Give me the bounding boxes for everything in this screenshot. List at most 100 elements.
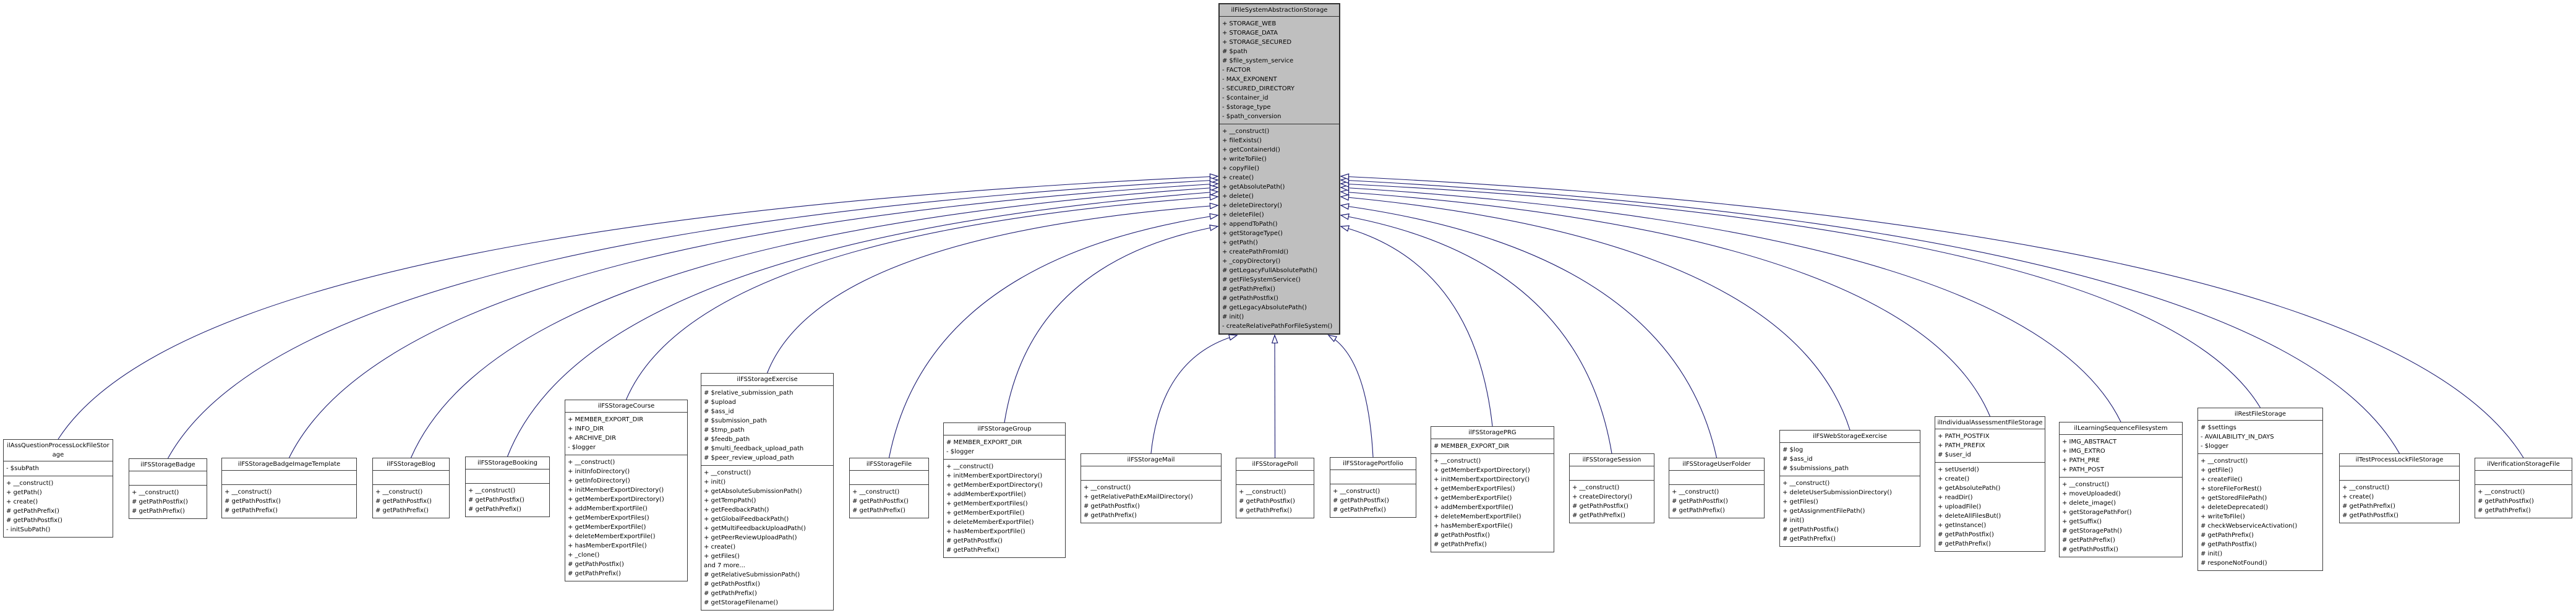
class-title: ilLearningSequenceFilesystem — [2060, 422, 2182, 435]
method-row: + getSuffix() — [2062, 518, 2102, 525]
method-row: + initMemberExportDirectory() — [946, 473, 1043, 479]
method-row: + getAssignmentFilePath() — [1782, 508, 1865, 515]
method-row: + create() — [6, 499, 38, 505]
method-row: # getPathPostfix() — [1084, 503, 1140, 510]
class-title: ilFSStorageFile — [850, 458, 928, 471]
class-node-ilFSStorageSession[interactable]: ilFSStorageSession+ __construct()+ creat… — [1569, 453, 1654, 523]
class-title: ilFSStorageExercise — [701, 374, 833, 386]
method-row: + __construct() — [2478, 489, 2525, 495]
method-row: # getPathPrefix() — [1239, 507, 1292, 514]
method-row: + getMemberExportFile() — [946, 510, 1025, 517]
class-methods: + __construct()# getPathPostfix()# getPa… — [1236, 485, 1314, 518]
class-node-ilFSStorageBooking[interactable]: ilFSStorageBooking+ __construct()# getPa… — [465, 457, 550, 517]
attribute-row: + ARCHIVE_DIR — [568, 435, 617, 442]
method-row: + getAbsolutePath() — [1938, 485, 2001, 492]
method-row: + __construct() — [1222, 128, 1270, 135]
method-row: + storeFileForRest() — [2201, 486, 2262, 492]
attribute-row: - SECURED_DIRECTORY — [1222, 85, 1295, 92]
method-row: # getPathPrefix() — [468, 506, 521, 513]
class-node-ilTestProcessLockFileStorage[interactable]: ilTestProcessLockFileStorage+ __construc… — [2339, 453, 2460, 523]
inheritance-edge — [1004, 226, 1218, 423]
class-node-ilFSStorageBlog[interactable]: ilFSStorageBlog+ __construct()# getPathP… — [372, 458, 450, 518]
class-node-ilFSStorageUserFolder[interactable]: ilFSStorageUserFolder+ __construct()# ge… — [1669, 458, 1765, 518]
class-attributes — [1669, 471, 1764, 485]
attribute-row: - $logger — [568, 444, 596, 451]
class-node-ilAssQuestionProcessLockFileStorage[interactable]: ilAssQuestionProcessLockFileStorage- $su… — [3, 439, 113, 538]
method-row: # getPathPrefix() — [1222, 286, 1275, 293]
method-row: + __construct() — [704, 469, 751, 476]
method-row: + getPath() — [6, 489, 42, 496]
method-row: + __construct() — [132, 489, 179, 496]
method-row: # getPathPostfix() — [2201, 541, 2257, 548]
class-attributes — [2340, 466, 2459, 481]
method-row: + createPathFromId() — [1222, 249, 1289, 255]
method-row: # getFileSystemService() — [1222, 276, 1301, 283]
attribute-row: # $submission_path — [704, 418, 767, 424]
method-row: + __construct() — [1333, 488, 1380, 495]
class-node-ilIndividualAssessmentFileStorage[interactable]: ilIndividualAssessmentFileStorage+ PATH_… — [1935, 416, 2045, 552]
method-row: + deleteMemberExportFile() — [1434, 513, 1521, 520]
attribute-row: + MEMBER_EXPORT_DIR — [568, 416, 644, 423]
attribute-row: # $relative_submission_path — [704, 390, 794, 397]
class-title: ilFSStorageSession — [1570, 454, 1654, 466]
method-row: + getMemberExportDirectory() — [1434, 467, 1530, 474]
class-node-ilFileSystemAbstractionStorage[interactable]: ilFileSystemAbstractionStorage+ STORAGE_… — [1218, 3, 1340, 335]
inheritance-edge — [766, 205, 1218, 374]
class-node-ilFSStorageBadgeImageTemplate[interactable]: ilFSStorageBadgeImageTemplate+ __constru… — [221, 458, 357, 518]
method-row: + deleteAllFilesBut() — [1938, 513, 2001, 520]
method-row: + getContainerId() — [1222, 147, 1280, 153]
method-row: + readDir() — [1938, 494, 1973, 501]
method-row: + getFiles() — [1782, 499, 1818, 505]
method-row: and 7 more... — [704, 562, 745, 569]
attribute-row: # $submissions_path — [1782, 465, 1849, 472]
attribute-row: # $peer_review_upload_path — [704, 455, 794, 461]
method-row: # getLegacyAbsolutePath() — [1222, 304, 1307, 311]
class-node-ilFSStorageFile[interactable]: ilFSStorageFile+ __construct()# getPathP… — [849, 458, 929, 518]
method-row: + __construct() — [946, 463, 994, 470]
class-node-ilVerificationStorageFile[interactable]: ilVerificationStorageFile + __construct()… — [2475, 458, 2572, 518]
method-row: + moveUploaded() — [2062, 491, 2121, 497]
class-node-ilFSStoragePoll[interactable]: ilFSStoragePoll+ __construct()# getPathP… — [1236, 458, 1314, 518]
method-row: + _copyDirectory() — [1222, 258, 1281, 265]
class-node-ilFSWebStorageExercise[interactable]: ilFSWebStorageExercise# $log# $ass_id# $… — [1779, 430, 1920, 547]
inheritance-edge — [168, 180, 1218, 459]
inheritance-edge — [888, 215, 1218, 458]
method-row: + deleteUserSubmissionDirectory() — [1782, 489, 1892, 496]
class-methods: + __construct() + initMemberExportDirecto… — [944, 460, 1065, 557]
class-node-ilFSStorageCourse[interactable]: ilFSStorageCourse+ MEMBER_EXPORT_DIR+ IN… — [565, 400, 688, 581]
class-node-ilFSStorageMail[interactable]: ilFSStorageMail+ __construct()+ getRelat… — [1080, 453, 1222, 523]
method-row: + deleteMemberExportFile() — [946, 519, 1034, 526]
class-node-ilFSStorageBadge[interactable]: ilFSStorageBadge+ __construct()# getPath… — [129, 458, 207, 519]
method-row: # getPathPrefix() — [1672, 507, 1725, 514]
method-row: # getPathPostfix() — [225, 498, 281, 505]
class-node-ilFSStorageExercise[interactable]: ilFSStorageExercise # $relative_submissio… — [701, 373, 834, 611]
class-node-ilFSStoragePortfolio[interactable]: ilFSStoragePortfolio+ __construct()# get… — [1330, 457, 1416, 518]
method-row: # getPathPostfix() — [1434, 532, 1490, 539]
method-row: # getPathPostfix() — [1672, 498, 1728, 505]
class-node-ilRestFileStorage[interactable]: ilRestFileStorage# $settings- AVAILABILI… — [2197, 408, 2323, 571]
attribute-row: # MEMBER_EXPORT_DIR — [946, 439, 1022, 446]
method-row: # getPathPostfix() — [1239, 498, 1295, 505]
method-row: # getPathPrefix() — [1782, 536, 1836, 542]
method-row: # getPathPrefix() — [132, 508, 185, 515]
method-row: + getRelativePathExMailDirectory() — [1084, 494, 1193, 500]
class-title: ilVerificationStorageFile — [2475, 458, 2572, 471]
attribute-row: # $tmp_path — [704, 427, 745, 434]
class-attributes — [1236, 471, 1314, 485]
method-row: + getMemberExportFiles() — [946, 500, 1028, 507]
class-node-ilFSStorageGroup[interactable]: ilFSStorageGroup# MEMBER_EXPORT_DIR- $lo… — [943, 422, 1066, 558]
class-node-ilLearningSequenceFilesystem[interactable]: ilLearningSequenceFilesystem+ IMG_ABSTRA… — [2059, 422, 2183, 557]
inheritance-edge — [1341, 205, 1718, 458]
method-row: + deleteMemberExportFile() — [568, 533, 656, 540]
class-attributes: # $settings- AVAILABILITY_IN_DAYS- $logg… — [2198, 421, 2322, 454]
class-attributes: # MEMBER_EXPORT_DIR- $logger — [944, 435, 1065, 460]
method-row: # getPathPrefix() — [225, 507, 278, 514]
method-row: + hasMemberExportFile() — [568, 542, 647, 549]
method-row: # checkWebserviceActivation() — [2201, 523, 2298, 529]
method-row: # getPathPostfix() — [375, 498, 432, 505]
class-node-ilFSStoragePRG[interactable]: ilFSStoragePRG# MEMBER_EXPORT_DIR+ __con… — [1431, 426, 1554, 552]
method-row: + getMemberExportFiles() — [1434, 486, 1515, 492]
method-row: + __construct() — [1434, 458, 1481, 465]
method-row: + addMemberExportFile() — [1434, 504, 1513, 511]
method-row: # getPathPostfix() — [946, 538, 1003, 544]
